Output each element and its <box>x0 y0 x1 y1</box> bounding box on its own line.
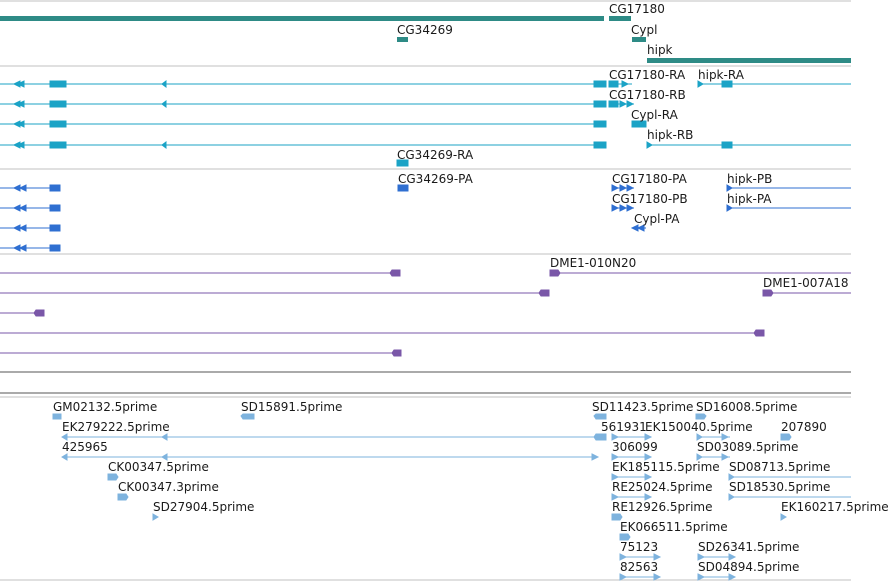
protein-label-cg34269-pa[interactable]: CG34269-PA <box>398 172 473 186</box>
clone-row-1[interactable] <box>0 269 851 277</box>
est-label-82563[interactable]: 82563 <box>620 560 659 574</box>
est-track <box>52 413 851 581</box>
transcript-label-hipk-rb[interactable]: hipk-RB <box>647 128 694 142</box>
gene-feature-hipk[interactable] <box>647 58 851 63</box>
est-label-re25024[interactable]: RE25024.5prime <box>612 480 713 494</box>
est-label-ek160217[interactable]: EK160217.5prime <box>781 500 889 514</box>
est-row-6[interactable] <box>152 513 787 521</box>
est-row-5[interactable] <box>117 493 851 501</box>
clone-label-dme1-007a18[interactable]: DME1-007A18 <box>763 276 849 290</box>
clone-row-2[interactable] <box>0 289 851 297</box>
gene-label-hipk[interactable]: hipk <box>647 43 673 57</box>
est-label-sd16008[interactable]: SD16008.5prime <box>696 400 798 414</box>
clone-row-5[interactable] <box>0 349 402 357</box>
protein-row-4[interactable] <box>0 244 61 252</box>
gene-feature-cg34269[interactable] <box>397 37 408 42</box>
est-row-4[interactable] <box>107 473 851 481</box>
transcript-row-3[interactable] <box>0 120 647 128</box>
transcript-row-1[interactable] <box>0 80 851 88</box>
est-label-sd15891[interactable]: SD15891.5prime <box>241 400 343 414</box>
est-label-75123[interactable]: 75123 <box>620 540 659 554</box>
transcript-label-hipk-ra[interactable]: hipk-RA <box>698 68 744 82</box>
est-label-ek150040[interactable]: EK150040.5prime <box>645 420 753 434</box>
protein-row-1[interactable] <box>0 184 851 192</box>
transcript-label-cg34269-ra[interactable]: CG34269-RA <box>397 148 474 162</box>
transcript-label-cg17180-rb[interactable]: CG17180-RB <box>609 88 686 102</box>
protein-row-3[interactable] <box>0 224 646 232</box>
est-label-ek066511[interactable]: EK066511.5prime <box>620 520 728 534</box>
est-label-sd11423[interactable]: SD11423.5prime <box>592 400 694 414</box>
est-row-9[interactable] <box>619 573 737 581</box>
genome-browser-tracks <box>0 0 851 581</box>
clone-row-3[interactable] <box>0 309 45 317</box>
est-label-gm02132[interactable]: GM02132.5prime <box>53 400 158 414</box>
est-label-306099[interactable]: 306099 <box>612 440 658 454</box>
est-label-425965[interactable]: 425965 <box>62 440 108 454</box>
clone-row-4[interactable] <box>0 329 765 337</box>
est-label-sd26341[interactable]: SD26341.5prime <box>698 540 800 554</box>
gene-label-cg17180[interactable]: CG17180 <box>609 2 665 16</box>
est-row-7[interactable] <box>619 533 631 541</box>
gene-label-cypl[interactable]: Cypl <box>631 23 658 37</box>
est-label-ek279222[interactable]: EK279222.5prime <box>62 420 170 434</box>
protein-track <box>0 184 851 252</box>
est-row-1[interactable] <box>52 413 707 420</box>
gene-feature-cg17180[interactable] <box>609 16 631 21</box>
protein-row-2[interactable] <box>0 204 851 212</box>
transcript-cg34269-ra[interactable] <box>396 159 409 167</box>
protein-label-cg17180-pa[interactable]: CG17180-PA <box>612 172 687 186</box>
transcript-label-cypl-ra[interactable]: Cypl-RA <box>631 108 678 122</box>
est-label-sd03089[interactable]: SD03089.5prime <box>697 440 799 454</box>
est-row-3[interactable] <box>61 453 730 461</box>
gene-feature-bar[interactable] <box>0 16 604 21</box>
est-label-ck00347-5[interactable]: CK00347.5prime <box>108 460 209 474</box>
est-label-ek185115[interactable]: EK185115.5prime <box>612 460 720 474</box>
protein-label-hipk-pb[interactable]: hipk-PB <box>727 172 773 186</box>
est-label-sd08713[interactable]: SD08713.5prime <box>729 460 831 474</box>
protein-label-hipk-pa[interactable]: hipk-PA <box>727 192 772 206</box>
est-label-sd27904[interactable]: SD27904.5prime <box>153 500 255 514</box>
est-label-sd04894[interactable]: SD04894.5prime <box>698 560 800 574</box>
clone-track <box>0 269 851 357</box>
est-label-ck00347-3[interactable]: CK00347.3prime <box>118 480 219 494</box>
protein-label-cypl-pa[interactable]: Cypl-PA <box>634 212 680 226</box>
gene-label-cg34269[interactable]: CG34269 <box>397 23 453 37</box>
clone-label-dme1-010n20[interactable]: DME1-010N20 <box>550 256 637 270</box>
transcript-track <box>0 80 851 167</box>
est-label-re12926[interactable]: RE12926.5prime <box>612 500 713 514</box>
transcript-row-2[interactable] <box>0 100 635 108</box>
protein-label-cg17180-pb[interactable]: CG17180-PB <box>612 192 688 206</box>
transcript-row-4[interactable] <box>0 141 851 149</box>
est-label-sd18530[interactable]: SD18530.5prime <box>729 480 831 494</box>
est-label-561931[interactable]: 561931 <box>601 420 647 434</box>
gene-track <box>0 16 851 63</box>
est-row-8[interactable] <box>619 553 737 561</box>
est-label-207890[interactable]: 207890 <box>781 420 827 434</box>
transcript-label-cg17180-ra[interactable]: CG17180-RA <box>609 68 686 82</box>
est-row-2[interactable] <box>61 433 792 441</box>
gene-feature-cypl[interactable] <box>632 37 646 42</box>
